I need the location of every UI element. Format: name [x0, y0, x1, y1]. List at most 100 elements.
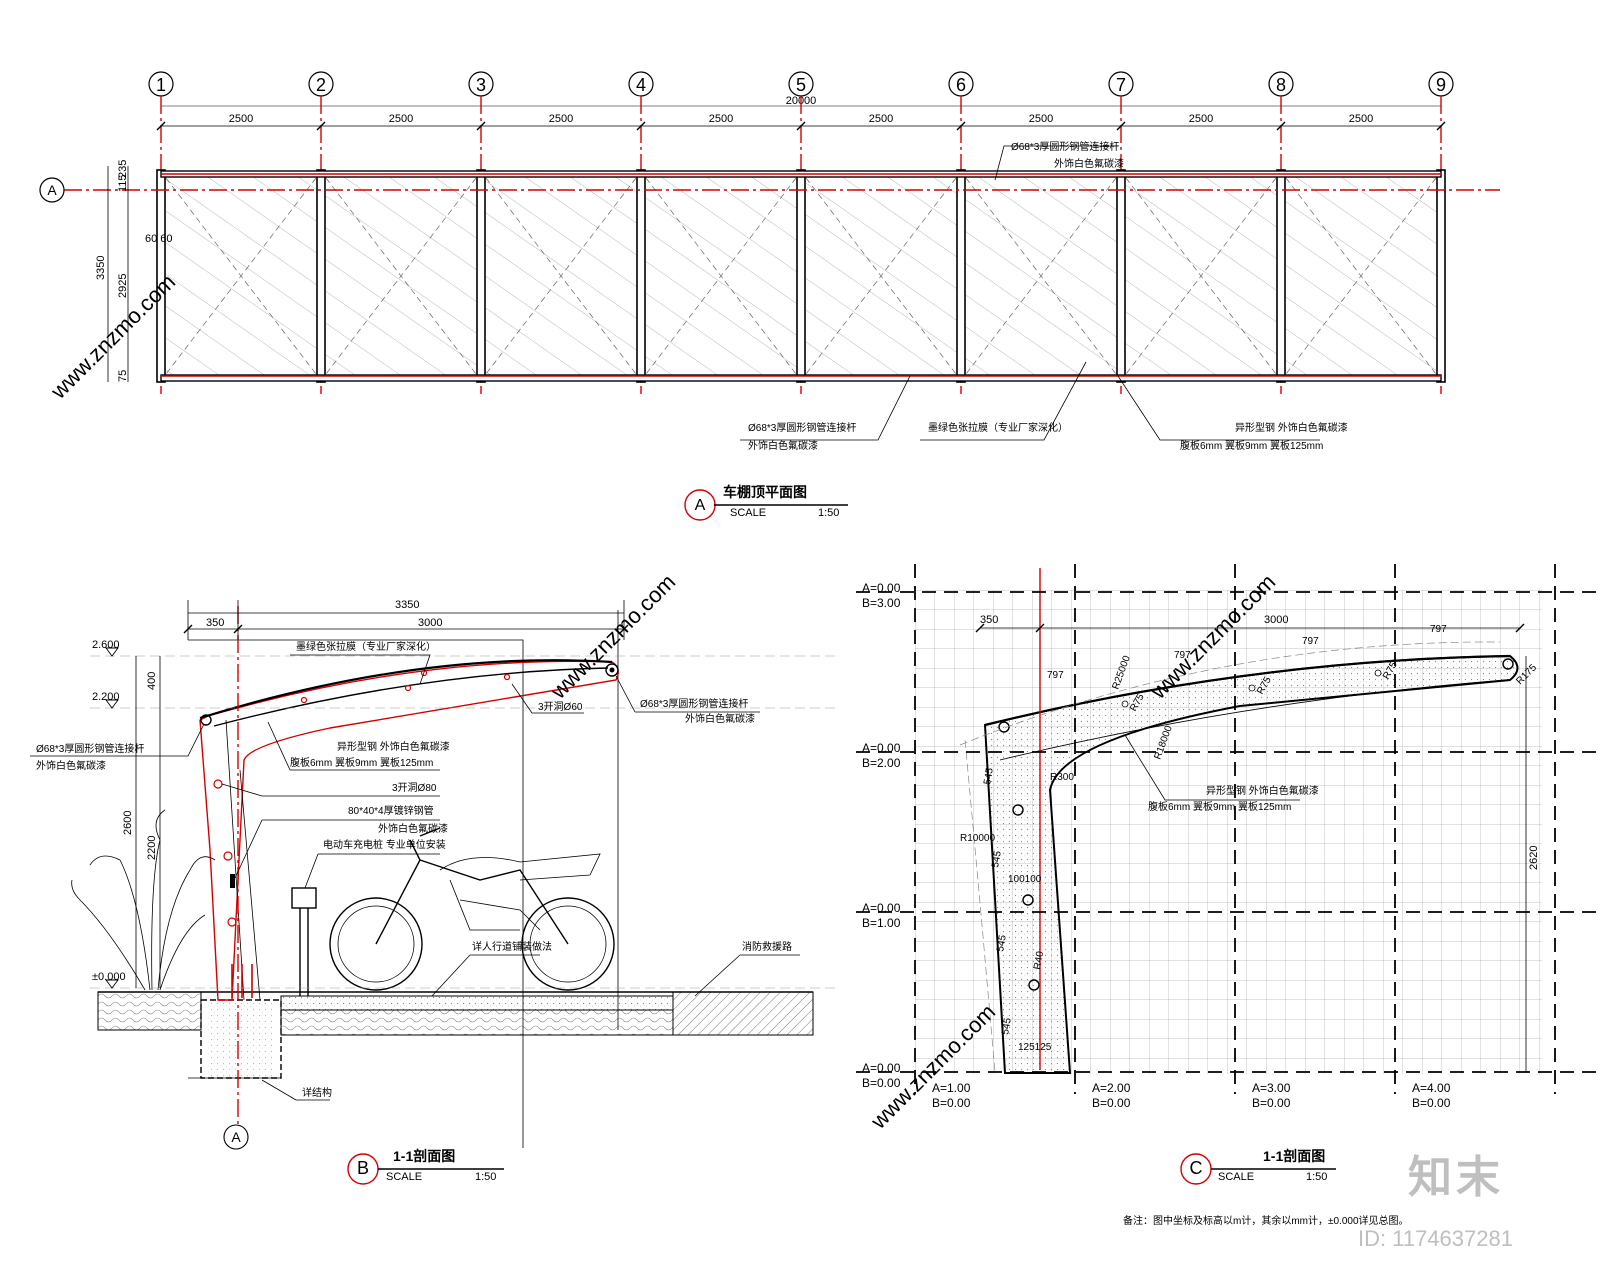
motorcycle — [329, 827, 615, 991]
plan-marker: A — [695, 497, 706, 514]
hole-3 — [404, 684, 412, 692]
plan-note-b3-2: 腹板6mm 翼板9mm 翼板125mm — [1180, 439, 1323, 452]
secc-top-label-a-1: A=0.00 — [862, 741, 901, 755]
secc-top-label-b-3: B=0.00 — [862, 1076, 901, 1090]
secb-level-mark-lv1 — [105, 647, 119, 657]
secc-top-label-a-3: A=0.00 — [862, 1061, 901, 1075]
section-frame — [188, 639, 524, 1148]
secb-level-1: 2.600 — [92, 639, 120, 651]
plan-span-label-3: 2500 — [549, 113, 573, 125]
rect-tube — [230, 874, 235, 888]
plan-axis-label-6: 6 — [956, 75, 966, 95]
plan-left-dim-5: 75 — [117, 370, 129, 382]
profile-inner-edge — [999, 679, 1506, 761]
secb-level-mark-lv2 — [105, 699, 119, 709]
secc-scale: 1:50 — [1306, 1171, 1327, 1183]
plan-left-dim-4: 2925 — [117, 274, 129, 298]
secc-marker: C — [1190, 1158, 1203, 1178]
secc-797-4: 797 — [1430, 624, 1447, 635]
arc-r25000 — [959, 641, 1501, 746]
secc-leader-steel — [1124, 734, 1300, 801]
plan-bracing-5 — [805, 177, 957, 375]
profile-top-edge — [984, 654, 1511, 727]
secb-leader-steel — [267, 721, 440, 771]
secc-r300: R300 — [1050, 772, 1074, 783]
secc-top-label-a-0: A=0.00 — [862, 581, 901, 595]
column-lines — [225, 719, 261, 1001]
secb-leader-membrane — [290, 654, 431, 685]
hole-1 — [420, 669, 428, 677]
plan-axis-label-8: 8 — [1276, 75, 1286, 95]
plan-axis-label-2: 2 — [316, 75, 326, 95]
col-hole-1 — [213, 779, 223, 789]
secb-leader-pipe-r — [615, 675, 760, 713]
secb-level-2: 2.200 — [92, 691, 120, 703]
pipe-right — [605, 663, 619, 677]
secc-dim-tick-1 — [1035, 623, 1045, 633]
secc-note-steel-2: 腹板6mm 翼板9mm 翼板125mm — [1148, 800, 1291, 813]
plan-bracing-1 — [165, 177, 317, 375]
c-col-hole-1 — [1012, 804, 1024, 816]
secc-bottom-label-b-0: B=0.00 — [932, 1096, 971, 1110]
plan-axis-label-1: 1 — [156, 75, 166, 95]
secb-vd-2600: 2600 — [122, 811, 134, 835]
c-hole-2 — [1248, 684, 1256, 692]
plan-dim-tick-8 — [1276, 121, 1286, 131]
plan-column-7 — [1116, 169, 1126, 383]
secb-leader-rect — [234, 819, 440, 879]
secc-100: 100100 — [1008, 874, 1042, 885]
secb-note-rect-1: 80*40*4厚镀锌钢管 — [348, 804, 434, 817]
foundation-fill — [208, 1000, 274, 1078]
plan-span-label-1: 2500 — [229, 113, 253, 125]
plan-left-note: 60 60 — [145, 233, 173, 245]
secc-dim-tick-0 — [975, 623, 985, 633]
watermark-logo: 知末 — [1408, 1153, 1504, 1202]
secc-top-label-a-2: A=0.00 — [862, 901, 901, 915]
secb-leader-charger — [304, 853, 440, 889]
arc-r10000 — [964, 739, 996, 1073]
secc-797-2: 797 — [1174, 650, 1191, 661]
secb-leader-hole60 — [511, 683, 584, 714]
secb-note-membrane: 墨绿色张拉膜（专业厂家深化） — [296, 640, 436, 653]
secc-dim-tick-2 — [1515, 623, 1525, 633]
plan-bracing-6 — [965, 177, 1117, 375]
c-hole-3 — [1374, 669, 1382, 677]
plan-left-dim-3: 3350 — [95, 256, 107, 280]
secb-level-0: ±0.000 — [92, 971, 126, 983]
plan-axis-label-4: 4 — [636, 75, 646, 95]
secb-scale-word: SCALE — [386, 1171, 422, 1183]
secb-leader-struct — [261, 1079, 330, 1101]
plan-bracing-8 — [1285, 177, 1437, 375]
c-pipe-2 — [1502, 658, 1514, 670]
plan-note-b1-2: 外饰白色氟碳漆 — [748, 439, 818, 452]
secc-r10000: R10000 — [960, 833, 995, 844]
plan-note-top-1: Ø68*3厚圆形钢管连接杆 — [1011, 140, 1119, 153]
plan-leader-top — [994, 145, 1118, 181]
c-pipe-1 — [998, 721, 1010, 733]
plan-axis-label-5: 5 — [796, 75, 806, 95]
secb-note-hole60: 3开洞Ø60 — [538, 701, 583, 713]
secc-bottom-label-a-0: A=1.00 — [932, 1081, 971, 1095]
c-col-hole-2 — [1022, 894, 1034, 906]
secb-note-pipe-l2: 外饰白色氟碳漆 — [36, 759, 106, 772]
plan-span-label-2: 2500 — [389, 113, 413, 125]
plan-column-1 — [156, 169, 166, 383]
fire-road — [672, 991, 814, 1036]
plan-column-4 — [636, 169, 646, 383]
watermark-id: ID: 1174637281 — [1358, 1226, 1513, 1251]
plan-title: 车棚顶平面图 — [723, 484, 807, 500]
secb-vd-400: 400 — [146, 672, 158, 690]
secc-2620: 2620 — [1528, 846, 1540, 870]
plan-dim-tick-1 — [156, 121, 166, 131]
plan-dim-tick-4 — [636, 121, 646, 131]
secc-bottom-label-a-1: A=2.00 — [1092, 1081, 1131, 1095]
secb-dim-total: 3350 — [395, 599, 419, 611]
secc-545-4: 545 — [1000, 1017, 1014, 1036]
secc-545-2: 545 — [990, 850, 1004, 869]
base-layer — [280, 1009, 674, 1036]
plan-left-dim-1: 235 — [117, 160, 129, 178]
plan-column-6 — [956, 169, 966, 383]
plan-bracing-7 — [1125, 177, 1277, 375]
hole-4 — [503, 673, 511, 681]
plan-axis-label-a: A — [47, 182, 57, 198]
